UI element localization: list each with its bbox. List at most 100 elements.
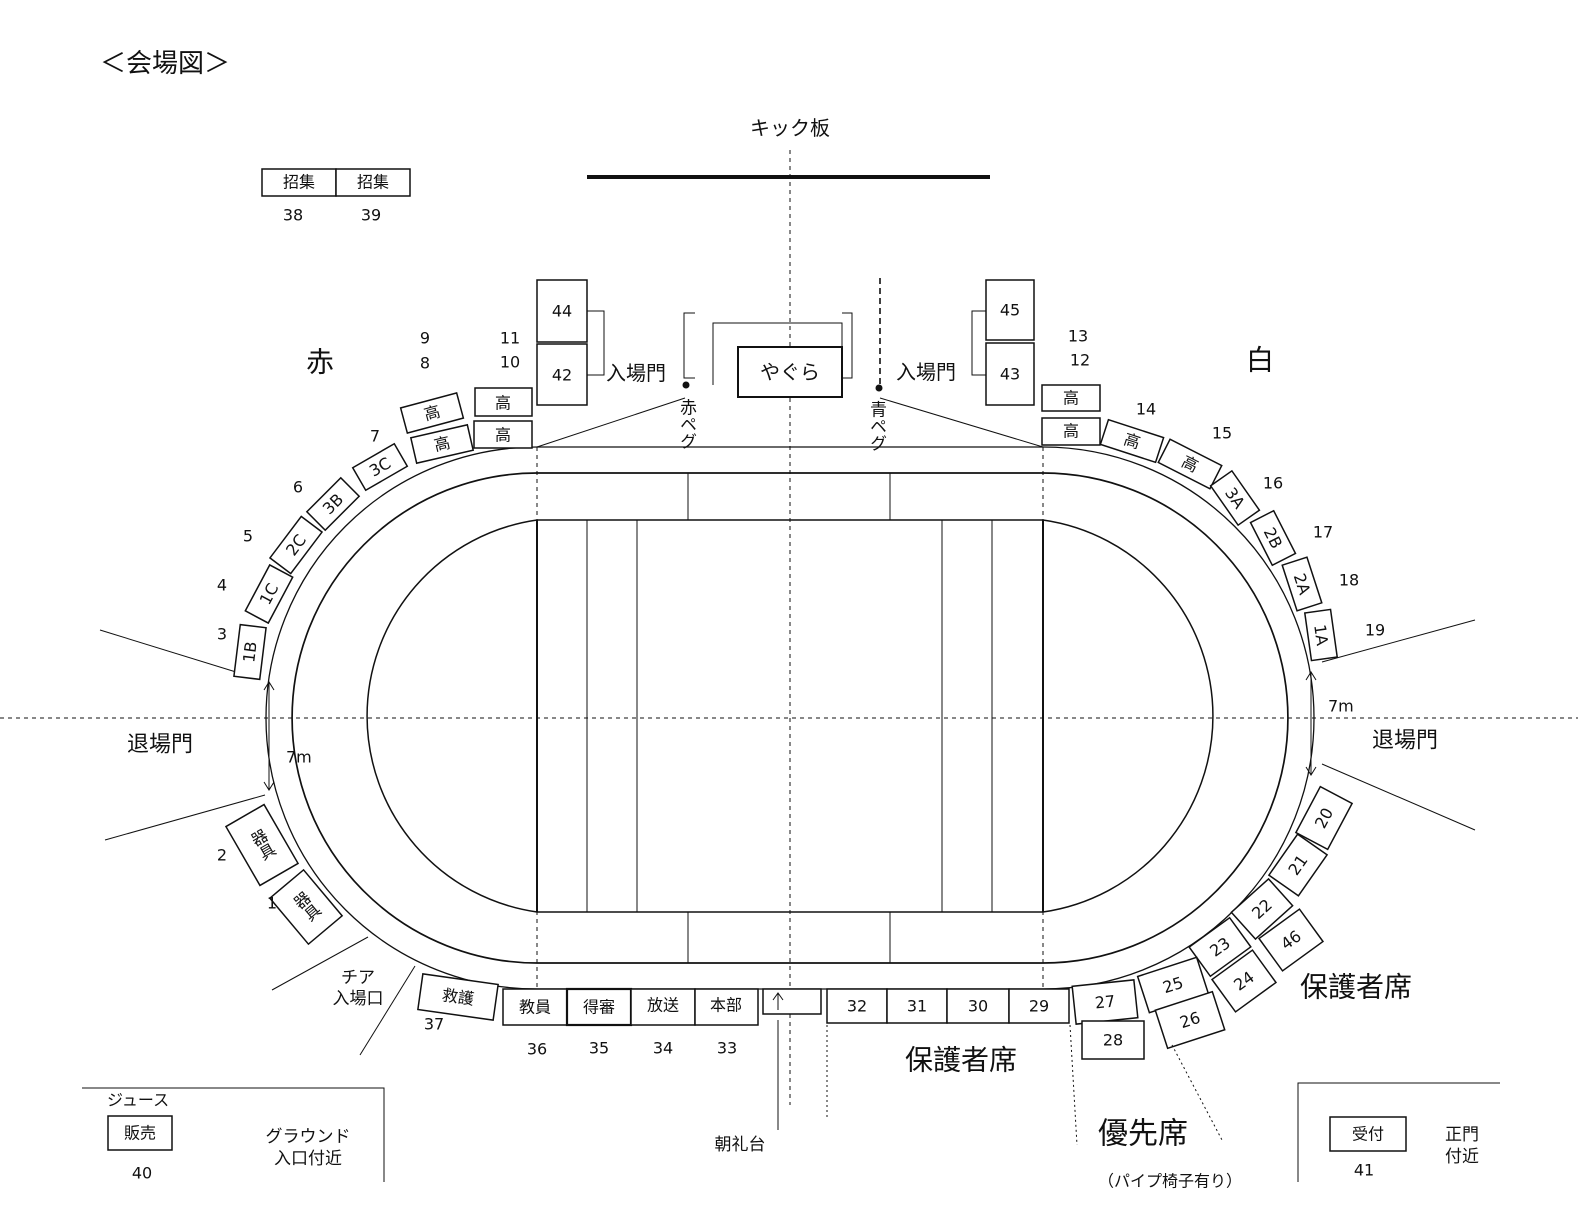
sales-box [107,1115,173,1151]
distance-left-label: 7m [286,748,312,767]
number-label: 19 [1365,621,1385,640]
class-box-1A: 1A [1303,608,1339,662]
arrow-head [263,781,275,791]
number-label: 12 [1070,351,1090,370]
number-label: 38 [283,206,303,225]
seat-box-23: 23 [1188,916,1252,978]
exit-line [104,794,266,841]
seat-box-label: 31 [907,997,927,1016]
exit-gate-left-label: 退場門 [127,733,193,758]
seat-box-label: 28 [1103,1031,1123,1050]
number-label: 14 [1136,400,1156,419]
main-gate-label-2: 付近 [1445,1147,1479,1167]
blue-peg-dot [875,384,883,392]
high-box-label: 高 [495,394,511,413]
high-box-left: 高 [409,423,475,465]
number-label: 13 [1068,327,1088,346]
reception-box [1329,1116,1407,1152]
number-label: 7 [370,427,380,446]
headquarters-box [694,988,759,1026]
number-label: 8 [420,354,430,373]
ground-entrance-label-2: 入口付近 [274,1149,342,1169]
red-peg-label: 赤ペグ [676,398,697,449]
box-43 [985,342,1035,406]
priority-seats-label: 優先席 [1098,1117,1188,1152]
exit-line [1321,619,1476,663]
number-label: 9 [420,329,430,348]
scoring-box [565,987,633,1027]
number-label: 1 [267,894,277,913]
teacher-box-label: 教員 [519,998,551,1017]
seat-box-28 [1081,1020,1145,1060]
box-42-label: 42 [552,366,572,385]
cheer-entrance-label-1: チア [341,968,375,988]
class-box-label: 1B [239,640,260,663]
exit-gate-right-label: 退場門 [1372,729,1438,754]
seat-box-24: 24 [1210,949,1278,1013]
seat-box-31 [886,988,948,1024]
gate-line [536,397,686,448]
call-box-38-label: 招集 [283,173,315,192]
class-box-3B: 3B [305,476,361,532]
guardian-seats-bottom-label: 保護者席 [905,1044,1017,1077]
first-aid-label: 救護 [441,985,475,1008]
bracket [971,310,987,376]
dotted-line [1069,1024,1078,1146]
morning-stage-label: 朝礼台 [715,1135,766,1155]
gate-line [879,397,1044,448]
call-box-39-label: 招集 [357,173,389,192]
box-42 [536,343,588,406]
class-box-3C: 3C [351,442,409,492]
main-gate-label-1: 正門 [1445,1125,1479,1145]
white-team-label: 白 [1246,344,1274,377]
seat-box-27: 27 [1071,979,1139,1025]
class-box-2C: 2C [268,515,324,575]
cheer-line [271,936,369,991]
yagura-box [737,346,843,398]
number-label: 10 [500,353,520,372]
sales-box-label: 販売 [124,1124,156,1143]
juice-area-outline [82,1087,385,1182]
number-label: 37 [424,1015,444,1034]
seat-box-20: 20 [1294,785,1354,851]
high-box-right [1041,417,1101,446]
ground-entrance-label-1: グラウンド [266,1127,351,1147]
high-box-label: 高 [1179,452,1202,476]
arrow-head [772,992,784,1001]
number-label: 2 [217,846,227,865]
equipment-box-1: 器具 [268,868,344,946]
seat-box-46: 46 [1257,908,1325,972]
number-label: 33 [717,1039,737,1058]
call-box-39 [335,168,411,197]
high-box-right: 高 [1157,438,1223,490]
number-label: 39 [361,206,381,225]
arrow-head [263,681,275,691]
bracket [842,312,853,379]
box-45-label: 45 [1000,301,1020,320]
scoring-box-label: 得審 [583,998,615,1017]
guardian-seats-right-label: 保護者席 [1300,971,1412,1004]
broadcast-box [630,988,696,1026]
reception-box-label: 受付 [1352,1125,1384,1144]
number-label: 36 [527,1040,547,1059]
seat-box-29 [1008,988,1070,1024]
number-label: 5 [243,527,253,546]
exit-line [1321,763,1476,831]
cheer-line [359,965,416,1056]
high-box-label: 高 [1121,429,1142,452]
arrow-head [1305,766,1317,776]
class-box-3A: 3A [1209,469,1261,527]
distance-right-label: 7m [1328,697,1354,716]
high-box-left: 高 [399,392,465,434]
number-label: 6 [293,478,303,497]
number-label: 41 [1354,1161,1374,1180]
number-label: 11 [500,329,520,348]
number-label: 16 [1263,474,1283,493]
box-44-label: 44 [552,302,572,321]
high-box-label: 高 [422,402,442,424]
class-box-2B: 2B [1249,509,1297,567]
first-aid-box: 救護 [417,973,499,1021]
seat-box-label: 29 [1029,997,1049,1016]
seat-box-22: 22 [1230,877,1294,941]
